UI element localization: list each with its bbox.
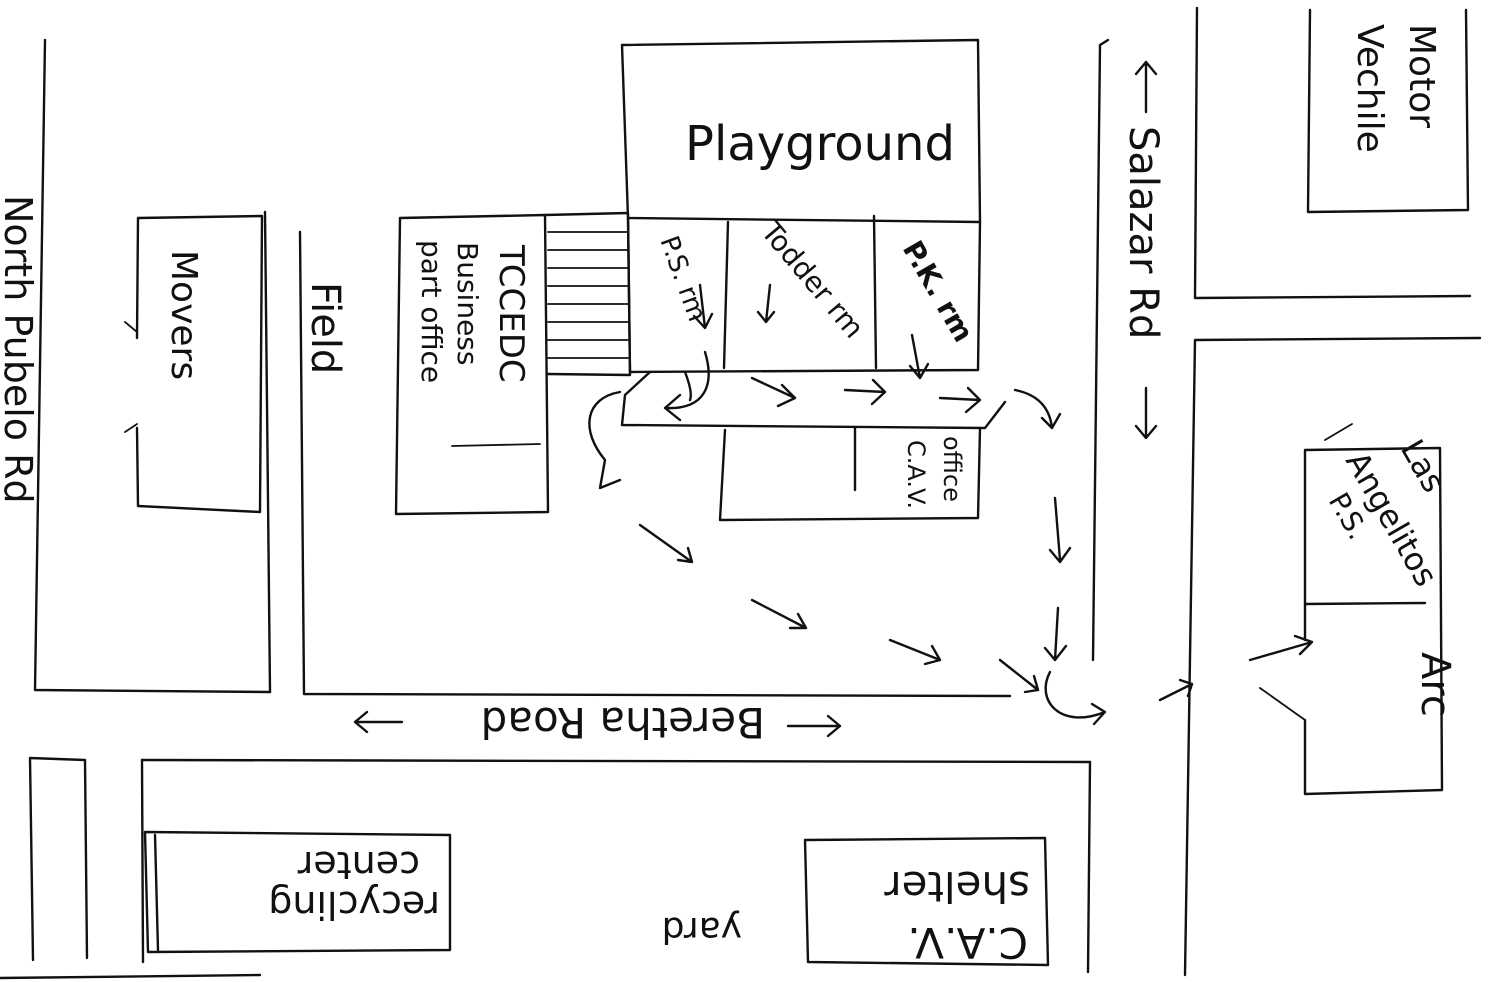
label-north-pueblo-rd: North Pubelo Rd [0,195,40,504]
field-block-left-edge [298,230,1012,698]
los-angelitos-labels: Las Angelitos P.S. [1322,433,1453,593]
arrow-down-1 [1013,388,1062,430]
label-arc: Arc [1412,652,1458,717]
rooms-block [626,216,982,374]
label-recycling-1: recycling [268,883,440,927]
left-block-edge [33,38,272,694]
arrow-into-arc [1248,634,1314,662]
label-ps-rm: P.S. rm [653,232,711,325]
label-yard: yard [662,909,742,950]
movers-building [135,214,264,514]
room-divider-1 [722,220,730,370]
arrow-ps-rm [692,283,714,330]
salazar-arrow-down [1134,386,1158,440]
label-motor-vehicle-2: Vechile [1349,24,1390,153]
label-tccedc-sub2: part office [415,240,448,383]
label-salazar-rd: Salazar Rd [1120,126,1166,339]
arrow-hall-2 [750,376,797,408]
salazar-east-north-edge [1193,6,1472,300]
label-cav-office-2: office [938,436,966,502]
motor-vehicle-labels: Motor Vechile [1349,24,1442,153]
south-block-left-edge [140,758,145,964]
label-playground: Playground [685,116,955,172]
label-cav-shelter-1: C.A.V. [907,918,1028,967]
beretta-south-edge [140,758,1092,764]
label-recycling-2: center [297,843,420,887]
route-arrows [353,60,1353,738]
tccedc-labels: TCCEDC Business part office [415,240,531,383]
tccedc-inner-line [451,443,541,447]
buildings [124,8,1470,967]
label-todder-rm: Todder rm [754,215,871,345]
arrow-diag-2 [750,598,808,630]
label-tccedc-name: TCCEDC [491,244,531,383]
hallway [620,370,1007,430]
bottom-border [0,973,262,980]
arrow-todder-rm [756,283,776,324]
movers-door-mark-bottom [124,423,138,433]
arrow-down-3 [1043,606,1068,662]
los-angelitos-divider [1303,601,1427,606]
arrow-diag-1 [638,523,694,564]
map-labels: Playground P.S. rm Todder rm P.K. rm TCC… [0,24,1458,967]
south-block-right-edge [1086,760,1092,974]
label-los-angelitos-1: Las [1393,433,1453,499]
arrow-hall-4 [938,386,982,414]
arrow-pk-rm [908,333,930,380]
cav-shelter-building [803,836,1050,967]
arc-door [1259,687,1306,721]
salazar-west-edge [1091,38,1110,662]
arrow-down-2 [1048,496,1072,564]
left-block-right-edge [263,210,272,694]
stairs [543,211,632,377]
salazar-east-south-edge [1183,336,1482,977]
room-divider-2 [872,214,878,370]
cav-office-labels: C.A.V. office [902,436,966,509]
arrow-hall-left [663,350,710,422]
southwest-block [28,756,89,962]
road-edges [0,6,1482,980]
label-field: Field [302,282,348,374]
movers-door-mark-top [124,321,138,333]
motor-vehicle-building [1306,8,1470,214]
tccedc-building [394,213,550,516]
arrow-hall-3 [843,378,887,406]
arrow-corner-curve [1044,670,1107,726]
salazar-arrow-up [1134,60,1158,114]
cav-shelter-labels: C.A.V. shelter [884,862,1030,967]
label-tccedc-sub1: Business [451,242,484,365]
beretta-arrow-right [786,714,842,738]
recycling-labels: recycling center [268,843,440,927]
arrow-exit-curve [588,390,622,490]
cav-office-building [718,426,982,522]
label-beretta-road: Beretha Road [481,698,765,747]
arrow-diag-4 [998,658,1040,694]
arrow-hall-1 [683,370,692,402]
label-cav-office-1: C.A.V. [902,440,930,509]
arrow-los-angelitos-entry [1324,423,1353,441]
arrow-cross-salazar [1158,678,1194,702]
label-cav-shelter-2: shelter [884,862,1030,911]
label-pk-rm: P.K. rm [896,235,980,348]
beretta-arrow-left [353,710,404,734]
label-movers: Movers [163,250,204,380]
label-motor-vehicle-1: Motor [1401,24,1442,128]
recycling-center-building [143,830,452,954]
arrow-diag-3 [888,638,942,666]
los-angelitos-arc-building [1303,446,1444,796]
